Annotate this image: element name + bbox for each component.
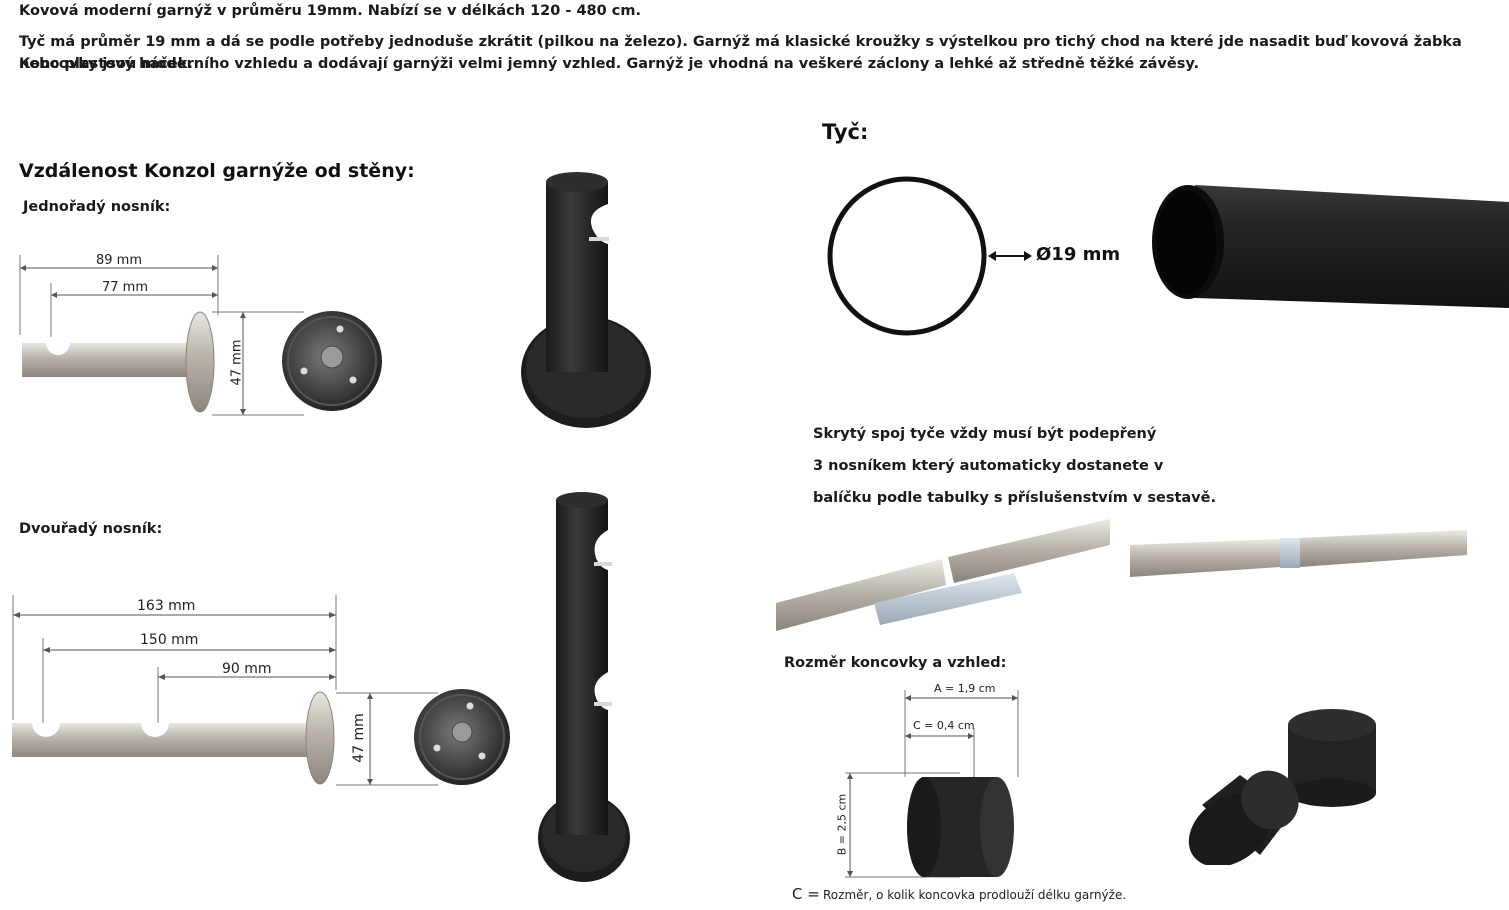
double-bracket-drawing: [12, 595, 510, 786]
endcap-heading: Rozměr koncovky a vzhled:: [784, 655, 1007, 671]
dim-double-163: 163 mm: [137, 598, 196, 614]
rod-diameter-label: Ø19 mm: [1036, 244, 1121, 265]
endcap-dim-a: A = 1,9 cm: [934, 682, 996, 695]
intro-line-3: Koncovky jsou moderního vzhledu a dodáva…: [19, 56, 1199, 72]
endcap-caption: Rozměr, o kolik koncovka prodlouží délku…: [823, 888, 1127, 902]
black-rod-photo: [1152, 185, 1509, 308]
joint-note-line-1: Skrytý spoj tyče vždy musí být podepřený: [813, 426, 1157, 442]
double-bracket-label: Dvouřadý nosník:: [19, 521, 163, 537]
endcap-dim-b: B = 2,5 cm: [835, 793, 849, 856]
dim-single-77: 77 mm: [102, 280, 149, 295]
intro-line-1: Kovová moderní garnýž v průměru 19mm. Na…: [19, 3, 641, 19]
dim-double-47: 47 mm: [350, 713, 367, 763]
dim-double-150: 150 mm: [140, 632, 199, 648]
dim-single-47: 47 mm: [229, 339, 245, 386]
rod-heading: Tyč:: [822, 120, 869, 144]
rod-joint-closed-photo: [1130, 530, 1467, 577]
joint-note-line-3: balíčku podle tabulky s příslušenstvím v…: [813, 490, 1216, 506]
double-bracket-black: [538, 492, 630, 882]
diameter-arrow-icon: [988, 251, 1032, 261]
rod-cross-section: [827, 176, 987, 336]
endcap-dimension-drawing: [845, 690, 1019, 878]
endcap-dim-c: C = 0,4 cm: [913, 719, 975, 732]
endcap-caption-prefix: C =: [792, 885, 820, 903]
endcap-photo: [1188, 709, 1376, 865]
brackets-heading: Vzdálenost Konzol garnýže od stěny:: [19, 160, 415, 182]
dim-double-90: 90 mm: [222, 661, 272, 677]
single-bracket-label: Jednořadý nosník:: [23, 199, 171, 215]
rod-joint-open-photo: [776, 519, 1110, 631]
joint-note-line-2: 3 nosníkem který automaticky dostanete v: [813, 458, 1164, 474]
dim-single-89: 89 mm: [96, 253, 143, 268]
single-bracket-drawing: [19, 255, 382, 416]
single-bracket-black: [521, 172, 651, 428]
intro-line-2: Tyč má průměr 19 mm a dá se podle potřeb…: [19, 34, 1462, 72]
